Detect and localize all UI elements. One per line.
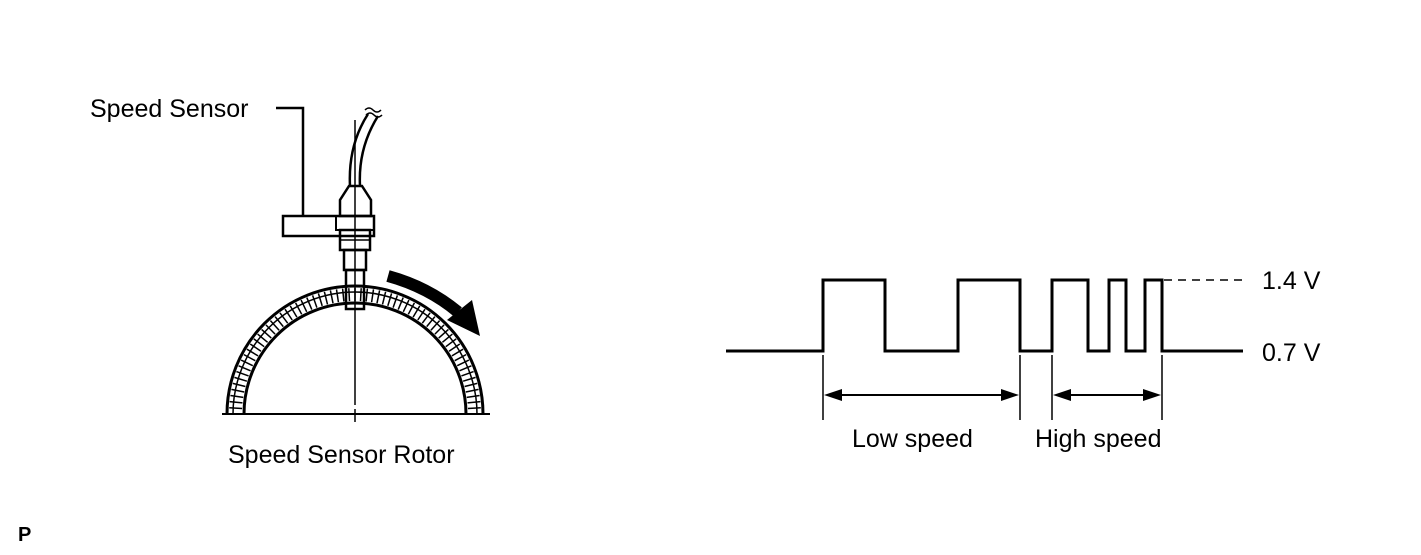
rotor-tooth — [329, 290, 334, 304]
rotation-arrow-head — [447, 300, 480, 336]
rotor-tooth — [265, 324, 276, 335]
rotor-tooth — [466, 394, 480, 399]
rotor-tooth — [441, 333, 453, 343]
sensor-illustration: Speed Sensor Speed Sensor Rotor — [90, 95, 490, 469]
sensor-cable-left — [348, 113, 370, 187]
rotor-tooth — [461, 370, 474, 377]
sensor-tip — [344, 268, 366, 311]
rotor-tooth — [240, 359, 254, 367]
rotor-tooth — [421, 312, 431, 324]
rotor-tooth — [253, 338, 265, 348]
rotor-tooth — [365, 288, 369, 302]
rotor-tooth — [464, 382, 478, 388]
corner-code: P — [18, 524, 31, 546]
rotor-tooth — [284, 308, 293, 321]
sensor-bracket — [281, 214, 376, 238]
rotor-tooth — [261, 328, 272, 339]
rotor-tooth — [249, 343, 262, 352]
rotor-tooth — [234, 376, 248, 382]
rotor-tooth — [306, 297, 313, 310]
rotor-tooth — [311, 295, 318, 308]
high-speed-label: High speed — [1035, 425, 1161, 453]
rotor-tooth — [238, 365, 251, 372]
rotor-tooth — [243, 353, 256, 362]
signal-waveform — [726, 278, 1243, 353]
rotor-tooth — [341, 288, 345, 302]
rotor-tooth — [459, 365, 472, 372]
rotor-tooth — [229, 400, 243, 404]
rotor-tooth — [467, 407, 481, 410]
rotor-tooth — [462, 376, 476, 382]
rotor-teeth — [229, 288, 481, 410]
rotor-tooth — [417, 308, 426, 321]
rotor-tooth — [289, 305, 298, 318]
low-speed-dimension-arrow — [824, 389, 1019, 401]
rotor-tooth — [426, 316, 436, 328]
rotor-tooth — [274, 316, 284, 328]
rotor-tooth — [412, 305, 421, 318]
rotor-tooth — [230, 394, 244, 399]
rotor-tooth — [246, 348, 259, 357]
rotor-tooth — [279, 312, 289, 324]
voltage-high-label: 1.4 V — [1262, 267, 1321, 295]
rotor-tooth — [392, 295, 399, 308]
rotor-tooth — [348, 288, 351, 302]
rotor-tooth — [257, 333, 269, 343]
speed-sensor-leader — [276, 106, 305, 216]
rotor-tooth — [376, 290, 381, 304]
cable-break-mark — [364, 107, 383, 118]
rotor-tooth — [269, 320, 280, 331]
rotor-tooth — [370, 289, 375, 303]
rotation-arrow-shaft — [386, 270, 462, 317]
rotor-tooth — [402, 299, 410, 313]
rotor-tooth — [300, 299, 308, 313]
rotor-tooth — [359, 288, 362, 302]
rotor-tooth — [434, 324, 445, 335]
high-speed-dimension-arrow — [1053, 389, 1161, 401]
rotor-tooth — [317, 293, 323, 307]
rotor-tooth — [451, 348, 464, 357]
rotor-tooth — [397, 297, 404, 310]
sensor-cable-right — [358, 115, 380, 187]
rotor-tooth — [236, 370, 249, 377]
rotor-tooth — [387, 293, 393, 307]
voltage-low-label: 0.7 V — [1262, 339, 1321, 367]
rotor-tooth — [407, 302, 416, 315]
waveform-chart: Low speed High speed 1.4 V 0.7 V — [726, 267, 1321, 453]
rotor-tooth — [454, 353, 467, 362]
rotor-tooth — [229, 407, 243, 410]
rotor-tooth — [231, 388, 245, 393]
rotor-tooth — [335, 289, 340, 303]
speed-sensor-rotor-label: Speed Sensor Rotor — [228, 441, 455, 469]
rotor-tooth — [381, 291, 387, 305]
rotor-tooth — [438, 328, 449, 339]
speed-sensor-label: Speed Sensor — [90, 95, 248, 123]
rotor-tooth — [456, 359, 470, 367]
rotor-tooth — [430, 320, 441, 331]
rotor-tooth — [448, 343, 461, 352]
rotor-tooth — [294, 302, 303, 315]
rotor-tooth — [232, 382, 246, 388]
low-speed-label: Low speed — [852, 425, 973, 453]
rotor-tooth — [323, 291, 329, 305]
rotor-tooth — [465, 388, 479, 393]
rotor-tooth — [467, 400, 481, 404]
rotor-tooth — [445, 338, 457, 348]
